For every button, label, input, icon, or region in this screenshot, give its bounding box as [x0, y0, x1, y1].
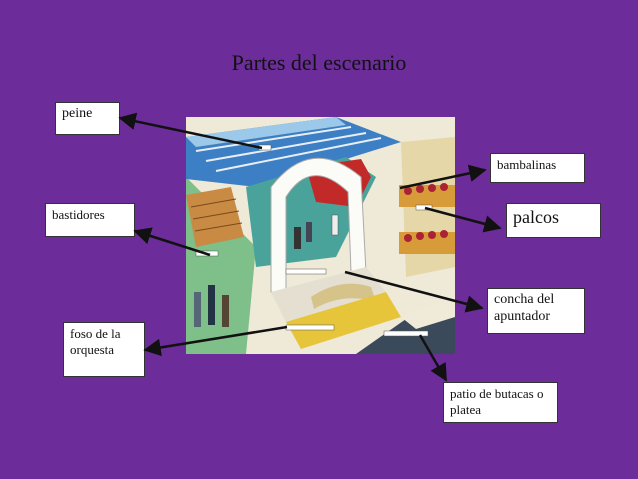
label-concha: concha del apuntador: [487, 288, 585, 334]
label-foso: foso de la orquesta: [63, 322, 145, 377]
label-patio-line1: patio de butacas o: [450, 386, 544, 401]
label-foso-line1: foso de la: [70, 326, 121, 341]
catwalk: [186, 187, 244, 247]
label-patio-line2: platea: [450, 401, 482, 417]
label-peine: peine: [55, 102, 120, 135]
label-patio: patio de butacas o platea: [443, 382, 558, 423]
balcony-upper: [399, 185, 455, 207]
label-peine-text: peine: [62, 106, 93, 121]
label-bastidores-text: bastidores: [52, 207, 105, 222]
arrow-palcos: [424, 206, 502, 233]
arrow-patio: [418, 334, 448, 382]
orchestra-pit: [286, 292, 401, 349]
label-bastidores: bastidores: [45, 203, 135, 237]
page-title: Partes del escenario: [231, 50, 407, 75]
label-palcos-text: palcos: [513, 207, 559, 227]
arrow-bambalinas: [399, 164, 487, 190]
balcony-lower: [399, 232, 455, 254]
label-concha-line1: concha del: [494, 292, 555, 307]
arrow-bastidores: [133, 227, 211, 257]
arrow-concha: [344, 270, 484, 313]
arrow-foso: [143, 325, 288, 357]
prompter-shell: [311, 283, 376, 309]
label-bambalinas-text: bambalinas: [497, 157, 557, 172]
label-concha-line2: apuntador: [494, 308, 550, 324]
label-bambalinas: bambalinas: [490, 153, 585, 183]
label-palcos: palcos: [506, 203, 601, 238]
label-foso-line2: orquesta: [70, 341, 115, 357]
arrow-peine: [118, 112, 263, 150]
